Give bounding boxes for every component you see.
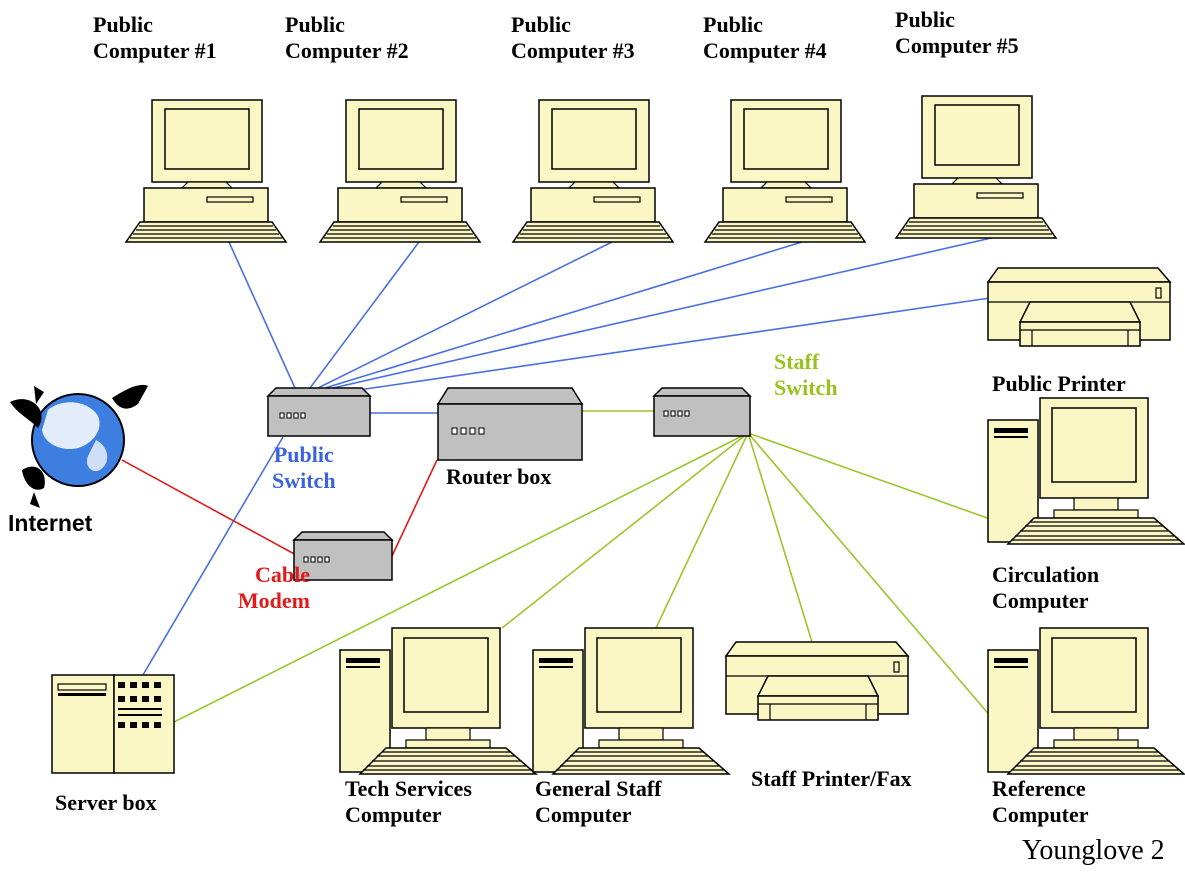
link-pc5-public-switch xyxy=(332,235,1001,389)
public-switch-icon xyxy=(266,387,372,437)
label-line: Tech Services xyxy=(345,776,472,801)
label-line: Public xyxy=(93,12,153,37)
public-switch-label: Public Switch xyxy=(272,442,336,494)
reference-computer-label: Reference Computer xyxy=(992,776,1089,828)
page-footer-label: Younglove 2 xyxy=(1022,835,1165,866)
public-computer-5-label: Public Computer #5 xyxy=(895,7,1019,59)
public-links xyxy=(139,235,1001,681)
reference-computer-icon xyxy=(987,627,1185,775)
staff-switch-label: Staff Switch xyxy=(774,349,838,401)
label-line: Public xyxy=(511,12,571,37)
link-reference xyxy=(747,432,993,719)
label-line: Computer xyxy=(345,802,442,827)
link-pc4-public-switch xyxy=(324,241,803,389)
public-computer-3-icon xyxy=(512,99,674,243)
staff-links xyxy=(171,410,994,724)
label-line: Computer xyxy=(535,802,632,827)
public-computer-2-icon xyxy=(319,99,481,243)
link-circulation xyxy=(747,432,994,521)
link-internet-modem xyxy=(121,459,299,557)
internet-globe-icon xyxy=(10,384,148,508)
public-computer-5-icon xyxy=(895,95,1057,239)
server-box-icon xyxy=(51,674,175,774)
label-line: Computer #5 xyxy=(895,33,1019,58)
staff-switch-icon xyxy=(652,387,752,437)
link-pc2-public-switch xyxy=(309,241,420,389)
link-public-printer xyxy=(344,297,991,393)
label-line: Cable xyxy=(255,562,310,587)
label-line: Public xyxy=(703,12,763,37)
label-line: Computer #4 xyxy=(703,38,827,63)
link-tech-services xyxy=(501,432,749,629)
router-box-icon xyxy=(436,387,584,461)
general-staff-computer-icon xyxy=(532,627,730,775)
label-line: Computer xyxy=(992,802,1089,827)
staff-printer-icon xyxy=(725,641,909,721)
label-line: Public xyxy=(895,7,955,32)
public-computer-1-label: Public Computer #1 xyxy=(93,12,217,64)
tech-services-computer-icon xyxy=(339,627,537,775)
label-line: Staff xyxy=(774,349,820,374)
link-staff-printer xyxy=(747,432,813,643)
label-line: General Staff xyxy=(535,776,662,801)
label-line: Switch xyxy=(774,375,838,400)
link-modem-router xyxy=(391,459,438,557)
link-general-staff xyxy=(655,432,749,629)
cable-modem-label: Cable Modem xyxy=(220,562,310,614)
public-computer-4-label: Public Computer #4 xyxy=(703,12,827,64)
public-computer-4-icon xyxy=(704,99,866,243)
public-printer-icon xyxy=(987,267,1171,347)
label-line: Switch xyxy=(272,468,336,493)
label-line: Circulation xyxy=(992,562,1100,587)
link-server xyxy=(171,432,749,724)
circulation-computer-label: Circulation Computer xyxy=(992,562,1099,614)
link-public-switch-server xyxy=(139,436,284,681)
link-pc3-public-switch xyxy=(317,241,613,389)
tech-services-computer-label: Tech Services Computer xyxy=(345,776,472,828)
general-staff-computer-label: General Staff Computer xyxy=(535,776,661,828)
label-line: Computer #3 xyxy=(511,38,635,63)
server-box-label: Server box xyxy=(55,790,157,815)
staff-printer-label: Staff Printer/Fax xyxy=(751,766,912,791)
cable-links xyxy=(121,459,438,557)
label-line: Modem xyxy=(237,588,310,613)
label-line: Reference xyxy=(992,776,1086,801)
public-printer-label: Public Printer xyxy=(992,371,1126,396)
label-line: Computer xyxy=(992,588,1089,613)
label-line: Public xyxy=(285,12,345,37)
public-computer-3-label: Public Computer #3 xyxy=(511,12,635,64)
label-line: Computer #1 xyxy=(93,38,217,63)
internet-label: Internet xyxy=(8,510,93,536)
public-computer-2-label: Public Computer #2 xyxy=(285,12,409,64)
label-line: Public xyxy=(273,442,334,467)
cable-modem-icon xyxy=(292,531,394,581)
public-computer-1-icon xyxy=(125,99,287,243)
link-pc1-public-switch xyxy=(228,241,296,389)
circulation-computer-icon xyxy=(987,397,1185,545)
label-line: Computer #2 xyxy=(285,38,409,63)
router-box-label: Router box xyxy=(446,464,552,489)
